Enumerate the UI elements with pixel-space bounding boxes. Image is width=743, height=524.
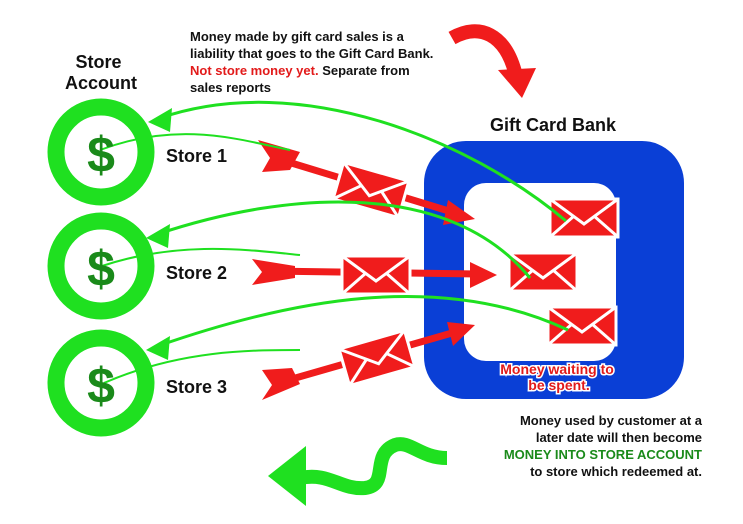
redeem-curve-3 xyxy=(157,295,569,348)
arrow-head-store-2 xyxy=(470,262,497,288)
dollar-coin-icon: $ xyxy=(47,212,155,320)
arrow-icon xyxy=(448,24,536,98)
redeem-curve-2 xyxy=(157,200,532,279)
bank-title: Gift Card Bank xyxy=(490,115,617,135)
svg-text:$: $ xyxy=(87,241,115,297)
store-account-label: Store Account xyxy=(65,52,137,93)
envelope-icon xyxy=(337,328,417,388)
arrow-tail-store-1 xyxy=(258,140,300,172)
svg-text:$: $ xyxy=(87,358,115,414)
arrow-icon xyxy=(268,437,448,506)
arrow-head-store-3 xyxy=(447,322,475,346)
redeem-note: Money used by customer at a later date w… xyxy=(503,413,702,479)
arrow-head-store-1 xyxy=(443,200,475,225)
envelope-icon xyxy=(340,254,412,296)
waiting-label: Money waiting to be spent. xyxy=(500,361,617,393)
arrow-tail-store-2 xyxy=(252,259,295,285)
svg-text:$: $ xyxy=(87,127,115,183)
redeem-curve-1 xyxy=(159,100,567,223)
liability-note: Money made by gift card sales is a liabi… xyxy=(190,29,434,95)
envelope-icon xyxy=(331,160,411,220)
redeem-arrows xyxy=(99,100,569,384)
store-label-1: Store 1 xyxy=(166,146,227,166)
store-label-2: Store 2 xyxy=(166,263,227,283)
redeem-arrowheads xyxy=(146,108,172,360)
dollar-coin-icon: $ xyxy=(47,329,155,437)
arrow-tail-store-3 xyxy=(262,368,300,400)
dollar-coin-icon: $ xyxy=(47,98,155,206)
envelope-icon xyxy=(507,251,579,293)
store-label-3: Store 3 xyxy=(166,377,227,397)
